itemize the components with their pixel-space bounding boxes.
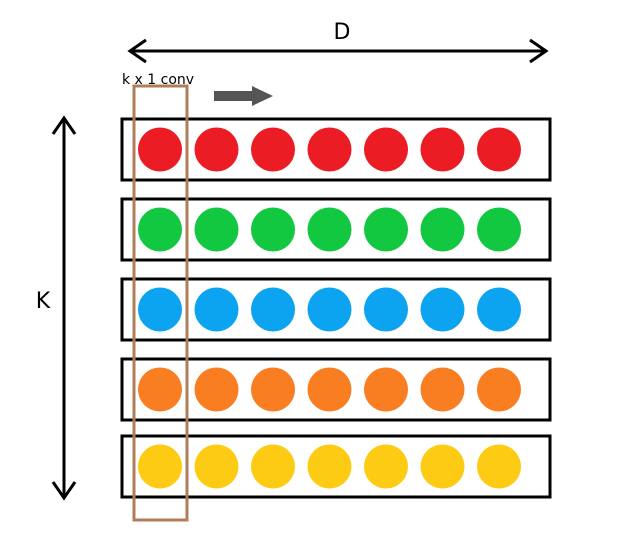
row-box [120, 197, 552, 262]
feature-circle [477, 287, 521, 332]
height-arrow-head-bottom [51, 481, 77, 501]
feature-circle [420, 367, 465, 412]
feature-circle [307, 127, 352, 172]
feature-circle [138, 207, 182, 252]
width-dimension-label: D [334, 20, 351, 45]
feature-circle [477, 367, 521, 412]
feature-circle [194, 444, 239, 489]
feature-circle [194, 287, 239, 332]
feature-circle [420, 287, 465, 332]
feature-circle [307, 444, 352, 489]
row-box [120, 434, 552, 499]
feature-circle [307, 287, 352, 332]
feature-circle [251, 207, 295, 252]
row-box [120, 357, 552, 422]
feature-circle [364, 367, 408, 412]
height-dimension-label: K [36, 289, 51, 314]
feature-circle [251, 444, 295, 489]
row-3 [120, 277, 552, 342]
feature-circle [307, 367, 352, 412]
feature-circle [138, 127, 182, 172]
width-arrow-head-left [127, 38, 147, 64]
feature-circle [138, 287, 182, 332]
feature-circle [251, 287, 295, 332]
feature-circle [477, 127, 521, 172]
feature-circle [477, 444, 521, 489]
feature-circle [194, 127, 239, 172]
height-arrow-head-top [51, 115, 77, 135]
feature-circle [251, 127, 295, 172]
feature-circle [138, 367, 182, 412]
feature-circle [251, 367, 295, 412]
row-1 [120, 117, 552, 182]
row-5 [120, 434, 552, 499]
kernel-window [132, 84, 189, 522]
row-2 [120, 197, 552, 262]
feature-circle [420, 207, 465, 252]
feature-circle [364, 444, 408, 489]
feature-circle [477, 207, 521, 252]
feature-circle [364, 207, 408, 252]
rows-group [120, 117, 552, 499]
row-4 [120, 357, 552, 422]
feature-circle [307, 207, 352, 252]
conv-label: k x 1 conv [122, 72, 194, 88]
feature-circle [194, 207, 239, 252]
slide-direction-arrow [214, 86, 273, 106]
feature-circle [364, 127, 408, 172]
feature-circle [138, 444, 182, 489]
feature-circle [420, 127, 465, 172]
width-arrow-head-right [529, 38, 549, 64]
row-box [120, 277, 552, 342]
row-box [120, 117, 552, 182]
feature-circle [364, 287, 408, 332]
feature-circle [194, 367, 239, 412]
feature-circle [420, 444, 465, 489]
